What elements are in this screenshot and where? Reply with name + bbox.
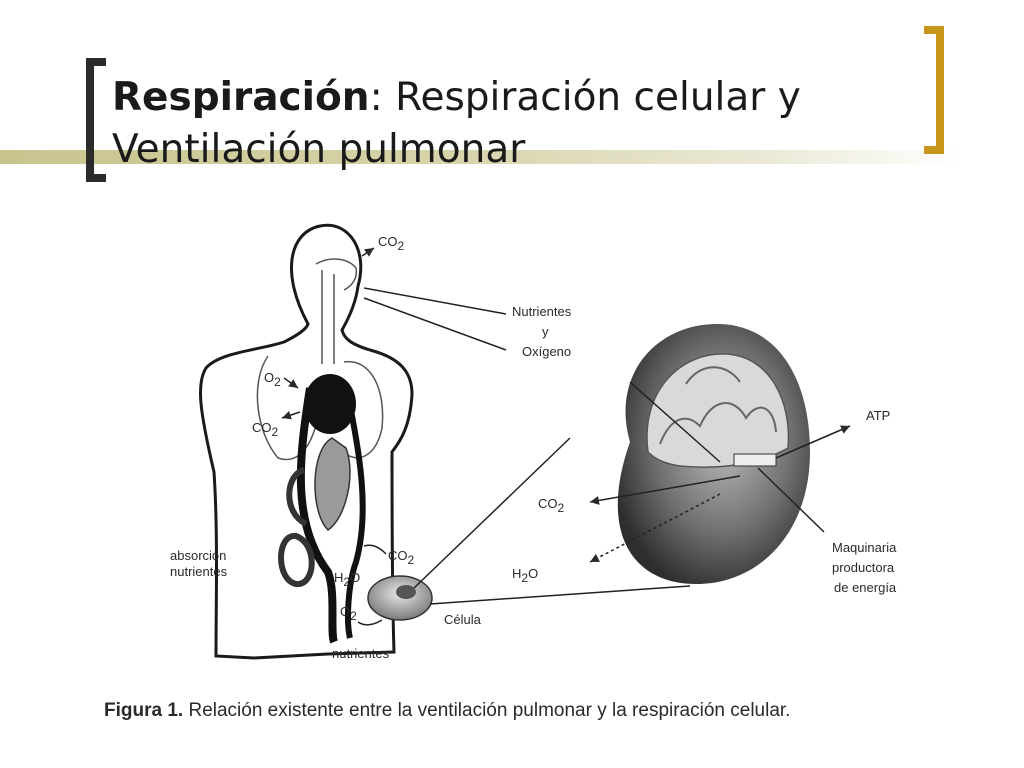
slide-title: Respiración: Respiración celular y Ventil… [112, 72, 912, 176]
label-productora: productora [832, 560, 895, 575]
decorative-bar [0, 150, 960, 164]
human-body-outline [198, 223, 414, 660]
figure-labels: CO2 Nutrientes y Oxígeno O2 CO2 ATP CO2 … [170, 234, 897, 661]
title-bold: Respiración [112, 75, 370, 120]
label-o2-cell: O2 [340, 604, 357, 623]
connector-lines [281, 247, 825, 626]
label-h2o-mito: H2O [512, 566, 538, 585]
label-atp: ATP [866, 408, 890, 423]
label-h2o-cell: H2O [334, 570, 360, 589]
left-bracket-decoration [86, 58, 106, 182]
label-co2-lung: CO2 [252, 420, 279, 439]
title-rest: : Respiración celular y [369, 75, 801, 120]
label-oxigeno: Oxígeno [522, 344, 571, 359]
label-co2-mito: CO2 [538, 496, 565, 515]
label-nutrientes-bottom: nutrientes [332, 646, 390, 661]
cell-illustration [367, 575, 433, 621]
label-celula: Célula [444, 612, 482, 627]
caption-label: Figura 1. [104, 700, 184, 721]
label-o2-lung: O2 [264, 370, 281, 389]
label-nutrientes: Nutrientes [512, 304, 572, 319]
respiration-diagram: CO2 Nutrientes y Oxígeno O2 CO2 ATP CO2 … [170, 223, 897, 661]
label-y: y [542, 324, 549, 339]
label-absorcion: absorción [170, 548, 226, 563]
label-absorcion-nutrientes: nutrientes [170, 564, 228, 579]
label-maquinaria: Maquinaria [832, 540, 897, 555]
figure-illustration: CO2 Nutrientes y Oxígeno O2 CO2 ATP CO2 … [160, 212, 940, 682]
figure-caption: Figura 1. Relación existente entre la ve… [104, 700, 984, 722]
mitochondrion-illustration [617, 323, 851, 584]
right-bracket-decoration [924, 26, 944, 154]
heart-and-vessels [278, 374, 366, 644]
caption-text: Relación existente entre la ventilación … [183, 700, 791, 721]
title-line-2: Ventilación pulmonar [112, 127, 526, 172]
label-co2-cell: CO2 [388, 548, 415, 567]
label-de-energia: de energía [834, 580, 897, 595]
lungs-and-airway [256, 258, 384, 461]
label-co2-exhale: CO2 [378, 234, 405, 253]
